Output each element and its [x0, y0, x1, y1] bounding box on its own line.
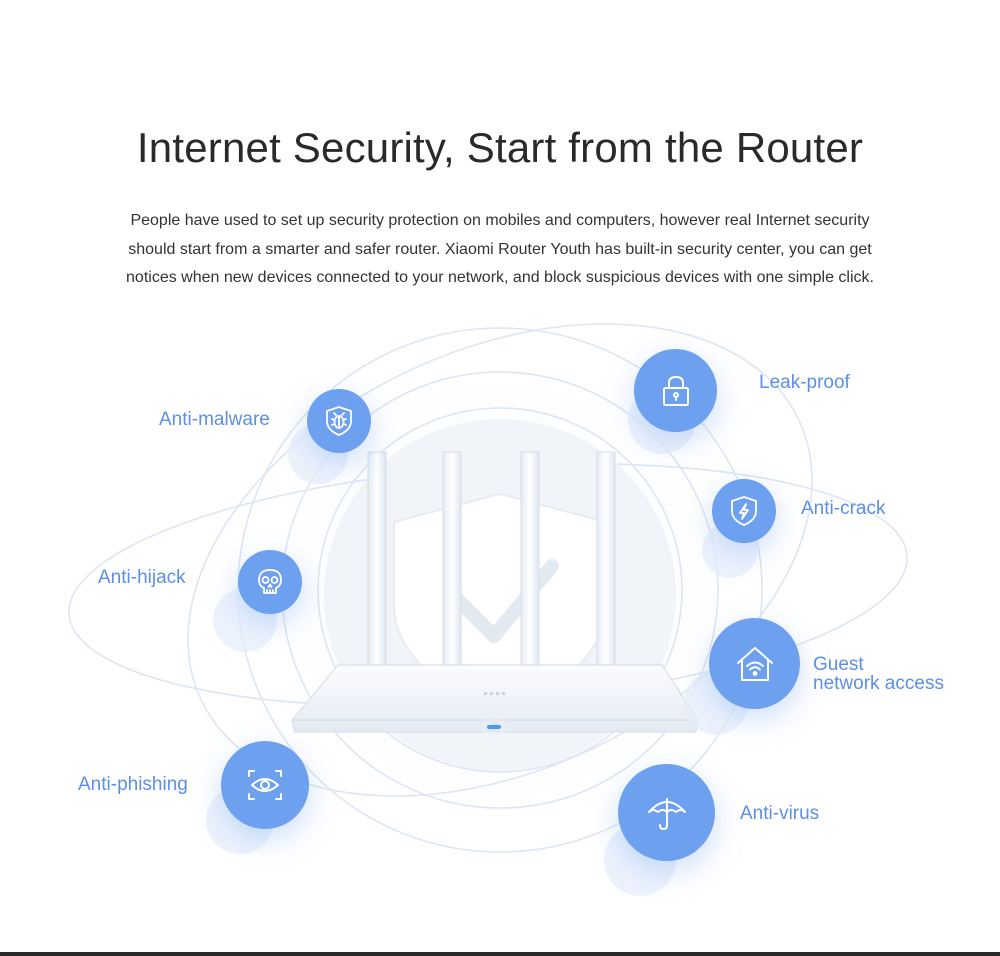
anti-phishing-label: Anti-phishing: [78, 774, 188, 795]
anti-hijack-badge: [238, 550, 302, 614]
anti-phishing-badge: [221, 741, 309, 829]
anti-crack-label: Anti-crack: [801, 498, 886, 519]
lightning-shield-icon: [731, 496, 757, 526]
leak-proof-badge: [634, 349, 717, 432]
bug-shield-icon: [326, 406, 352, 436]
page-description: People have used to set up security prot…: [126, 212, 874, 286]
anti-crack-badge: [712, 479, 776, 543]
padlock-icon: [662, 375, 689, 406]
skull-icon: [258, 569, 282, 594]
anti-hijack-label: Anti-hijack: [98, 567, 186, 588]
guest-network-label-line2: network access: [813, 673, 944, 694]
leak-proof-label: Leak-proof: [759, 372, 850, 393]
router-body: [290, 664, 700, 741]
house-wifi-icon: [736, 646, 773, 681]
bottom-rule: [0, 952, 1000, 956]
guest-network-label: Guest network access: [813, 655, 944, 693]
umbrella-icon: [647, 797, 686, 830]
eye-scan-icon: [248, 770, 282, 800]
guest-network-label-line1: Guest: [813, 654, 864, 675]
router-antennas: [367, 451, 616, 669]
anti-virus-badge: [618, 764, 715, 861]
anti-virus-label: Anti-virus: [740, 803, 820, 824]
anti-malware-label: Anti-malware: [159, 409, 270, 430]
page-title: Internet Security, Start from the Router: [136, 124, 864, 171]
anti-malware-badge: [307, 389, 371, 453]
guest-network-badge: [709, 618, 800, 709]
